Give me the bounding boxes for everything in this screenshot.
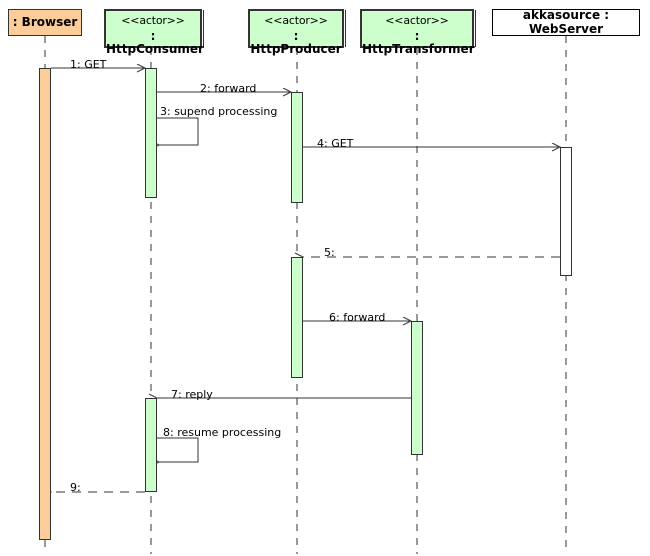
- participant-httptransformer[interactable]: <<actor>>: HttpTransformer: [360, 9, 475, 56]
- activation-bar-httpconsumer[interactable]: [145, 68, 157, 198]
- lifeline-group: [44, 36, 567, 554]
- activation-bar-httptransformer[interactable]: [411, 321, 423, 455]
- participant-stereotype: <<actor>>: [385, 14, 449, 27]
- message-label-2: 2: forward: [200, 82, 257, 95]
- participant-name: akkasource : WebServer: [522, 7, 610, 36]
- participant-webserver[interactable]: akkasource : WebServer: [492, 7, 640, 36]
- participant-httpconsumer[interactable]: <<actor>>: HttpConsumer: [104, 9, 204, 56]
- participant-name: : HttpTransformer: [362, 28, 475, 57]
- message-label-6: 6: forward: [329, 311, 386, 324]
- activation-bar-httpproducer[interactable]: [291, 92, 303, 203]
- message-label-5: 5:: [324, 246, 335, 259]
- message-arrow-8[interactable]: [157, 437, 199, 462]
- participant-browser[interactable]: : Browser: [8, 9, 82, 36]
- participant-name: : Browser: [12, 14, 78, 29]
- message-label-3: 3: supend processing: [160, 105, 278, 118]
- participant-httpproducer[interactable]: <<actor>>: HttpProducer: [248, 9, 344, 56]
- activation-bar-httpproducer[interactable]: [291, 257, 303, 378]
- activation-bar-httpconsumer[interactable]: [145, 398, 157, 492]
- message-arrow-group: [51, 68, 560, 492]
- activation-bar-webserver[interactable]: [560, 147, 572, 276]
- participant-stereotype: <<actor>>: [121, 14, 185, 27]
- message-label-1: 1: GET: [70, 58, 107, 71]
- participant-stereotype: <<actor>>: [264, 14, 328, 27]
- participant-name: : HttpConsumer: [106, 28, 204, 57]
- activation-bar-browser[interactable]: [39, 68, 51, 540]
- message-label-7: 7: reply: [171, 388, 213, 401]
- participant-name: : HttpProducer: [250, 28, 342, 57]
- message-label-8: 8: resume processing: [163, 426, 282, 439]
- message-label-9: 9:: [70, 481, 81, 494]
- message-arrow-3[interactable]: [157, 117, 199, 145]
- message-label-4: 4: GET: [317, 137, 354, 150]
